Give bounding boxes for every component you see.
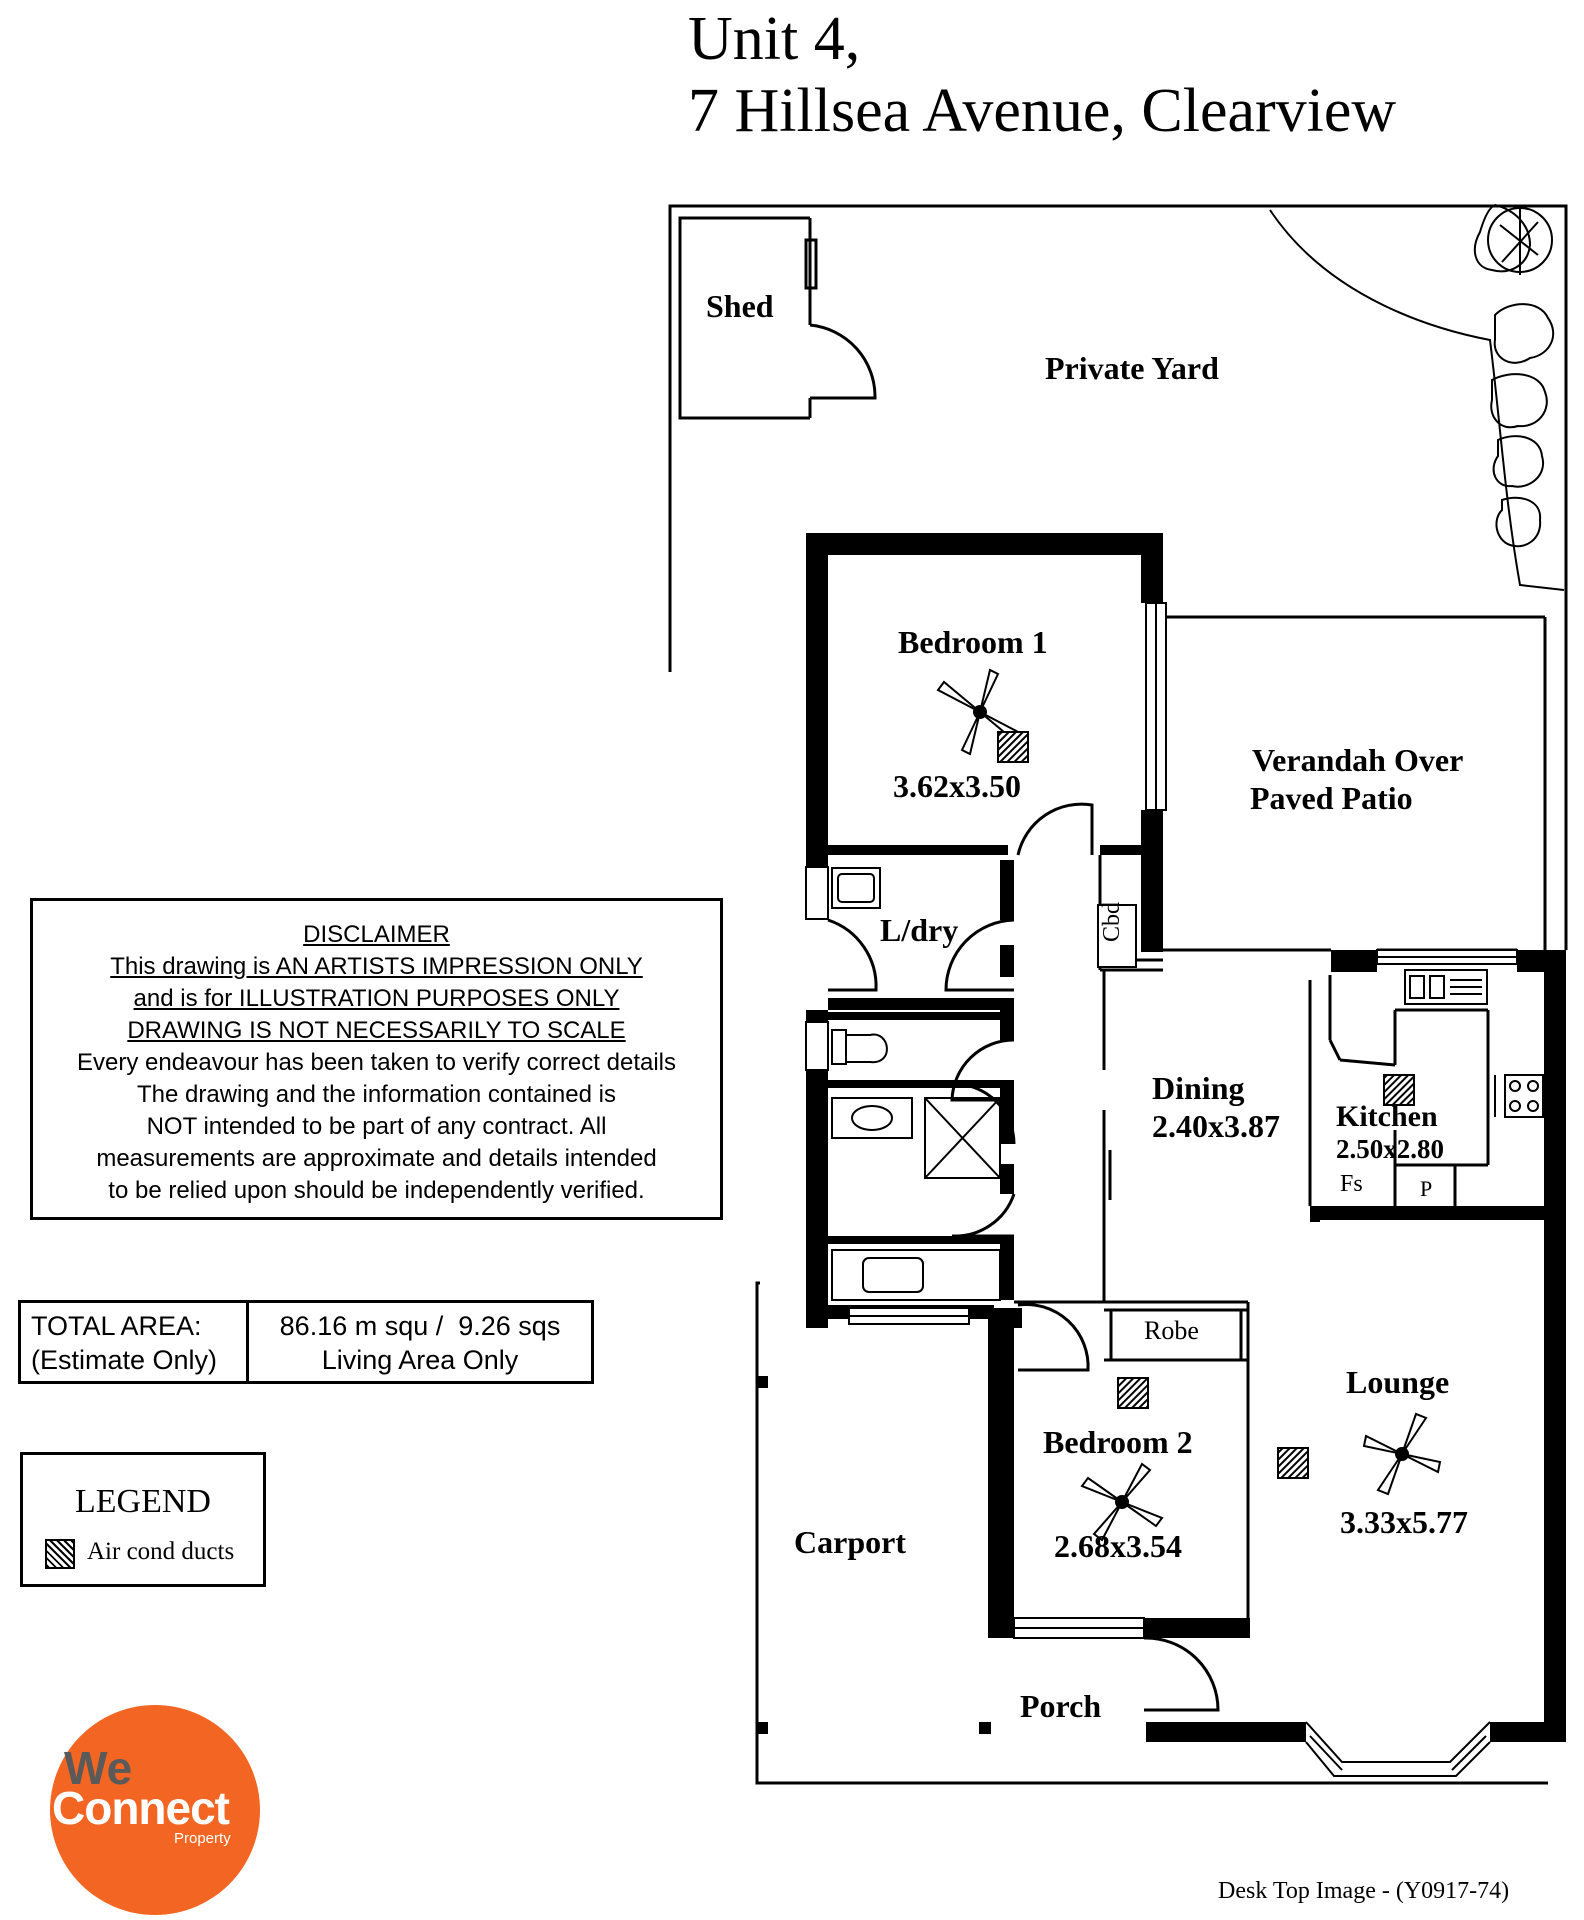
disclaimer-body-line: Every endeavour has been taken to verify… — [77, 1049, 676, 1076]
logo-word-property: Property — [174, 1830, 231, 1847]
disclaimer-body-line: measurements are approximate and details… — [96, 1145, 657, 1172]
room-label-kitchen: Kitchen — [1336, 1100, 1438, 1133]
door-swings — [827, 802, 1220, 1712]
carport-posts — [756, 1376, 991, 1734]
room-label-dining: Dining — [1152, 1070, 1245, 1106]
shed-outline — [678, 216, 877, 420]
room-size-kitchen: 2.50x2.80 — [1336, 1134, 1444, 1164]
room-size-lounge: 3.33x5.77 — [1340, 1504, 1468, 1540]
disclaimer-heading: DISCLAIMER — [303, 921, 450, 948]
room-label-porch: Porch — [1020, 1688, 1102, 1724]
air-cond-duct-swatch-icon — [45, 1539, 75, 1569]
disclaimer-body-line: to be relied upon should be independentl… — [108, 1177, 645, 1204]
room-label-verandah-2: Paved Patio — [1250, 780, 1413, 816]
room-label-cupboard: Cbd — [1099, 901, 1125, 942]
logo-word-we: We — [64, 1742, 133, 1794]
disclaimer-body-line: NOT intended to be part of any contract.… — [146, 1113, 607, 1140]
room-size-bedroom-1: 3.62x3.50 — [893, 768, 1021, 804]
disclaimer-underlined-line: DRAWING IS NOT NECESSARILY TO SCALE — [127, 1017, 626, 1044]
room-label-laundry: L/dry — [880, 912, 959, 948]
fixtures — [831, 867, 1544, 1301]
image-reference: Desk Top Image - (Y0917-74) — [1218, 1878, 1510, 1904]
windows — [805, 602, 1518, 1777]
total-area-box: TOTAL AREA: (Estimate Only) 86.16 m squ … — [18, 1300, 594, 1384]
legend-box: LEGEND Air cond ducts — [20, 1452, 266, 1587]
disclaimer-body-line: The drawing and the information containe… — [137, 1081, 616, 1108]
internal-walls — [1014, 615, 1547, 1618]
disclaimer-underlined-line: and is for ILLUSTRATION PURPOSES ONLY — [133, 985, 620, 1012]
kitchen-pantry: P — [1420, 1176, 1433, 1201]
total-area-value-line-1: 86.16 m squ / 9.26 sqs — [279, 1311, 561, 1341]
room-label-lounge: Lounge — [1346, 1364, 1450, 1400]
title-line-1: Unit 4, — [688, 5, 861, 73]
legend-title: LEGEND — [75, 1483, 211, 1520]
total-area-value-line-2: Living Area Only — [321, 1345, 519, 1375]
room-label-shed: Shed — [706, 288, 774, 324]
total-area-label: TOTAL AREA: (Estimate Only) — [21, 1303, 249, 1381]
garden-plants — [1269, 203, 1565, 591]
room-label-bedroom-2: Bedroom 2 — [1043, 1424, 1193, 1460]
disclaimer-underlined-line: This drawing is AN ARTISTS IMPRESSION ON… — [110, 953, 643, 980]
total-area-label-line-2: (Estimate Only) — [31, 1345, 218, 1375]
total-area-label-line-1: TOTAL AREA: — [31, 1311, 202, 1341]
company-logo: We Connect Property — [50, 1705, 260, 1915]
kitchen-fridge-space: Fs — [1340, 1171, 1363, 1197]
legend-item-label: Air cond ducts — [87, 1538, 235, 1565]
room-label-verandah-1: Verandah Over — [1252, 742, 1464, 778]
room-size-bedroom-2: 2.68x3.54 — [1054, 1528, 1182, 1564]
title-line-2: 7 Hillsea Avenue, Clearview — [688, 77, 1397, 145]
room-label-private-yard: Private Yard — [1045, 350, 1219, 386]
air-cond-ducts — [997, 731, 1415, 1479]
disclaimer-box: DISCLAIMER This drawing is AN ARTISTS IM… — [30, 898, 723, 1220]
room-label-carport: Carport — [794, 1524, 906, 1560]
total-area-value: 86.16 m squ / 9.26 sqs Living Area Only — [249, 1303, 591, 1381]
room-size-dining: 2.40x3.87 — [1152, 1108, 1280, 1144]
room-label-bedroom-1: Bedroom 1 — [898, 624, 1048, 660]
room-label-robe: Robe — [1144, 1316, 1199, 1345]
logo-word-connect: Connect — [52, 1782, 230, 1834]
boundary-fence — [668, 204, 1568, 1785]
